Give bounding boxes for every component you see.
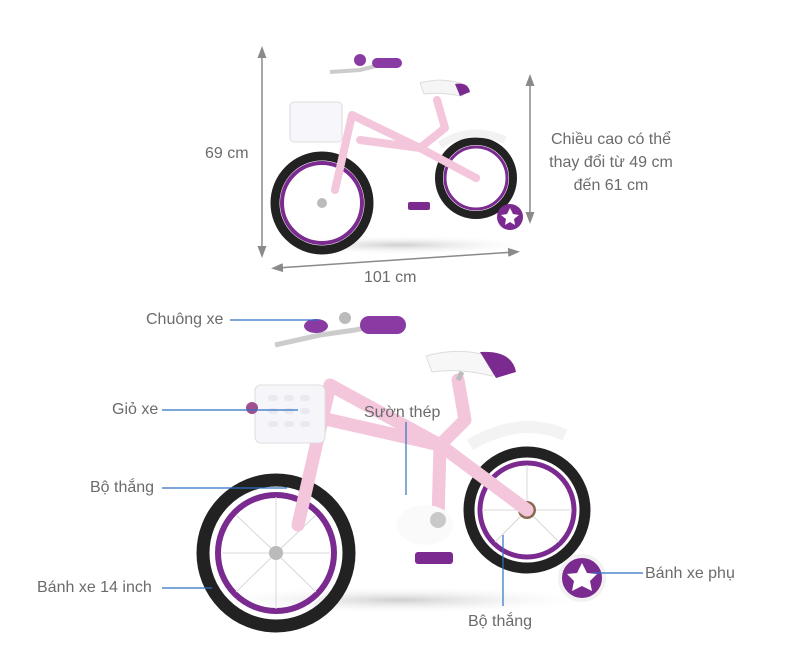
length-dimension-line xyxy=(271,247,520,273)
callout-label-wheel: Bánh xe 14 inch xyxy=(37,579,152,596)
seat-height-note-line-2: thay đổi từ 49 cm xyxy=(549,154,673,171)
main-bike-image xyxy=(196,312,606,633)
length-label: 101 cm xyxy=(364,269,417,286)
callout-label-basket: Giỏ xe xyxy=(112,401,159,418)
callout-label-bell: Chuông xe xyxy=(146,311,224,328)
callout-label-frame: Sườn thép xyxy=(364,404,441,421)
callout-label-rear-brake: Bộ thắng xyxy=(468,613,533,630)
seat-height-note-line-3: đến 61 cm xyxy=(573,177,649,194)
callout-label-training-wheel: Bánh xe phụ xyxy=(645,565,735,582)
height-label: 69 cm xyxy=(205,145,249,162)
seat-height-note-line-1: Chiều cao có thể xyxy=(550,131,672,148)
top-bike-image xyxy=(260,54,540,255)
callout-label-front-brake: Bộ thắng xyxy=(90,479,155,496)
seat-height-note: Chiều cao có thể thay đổi từ 49 cm đến 6… xyxy=(536,128,686,197)
